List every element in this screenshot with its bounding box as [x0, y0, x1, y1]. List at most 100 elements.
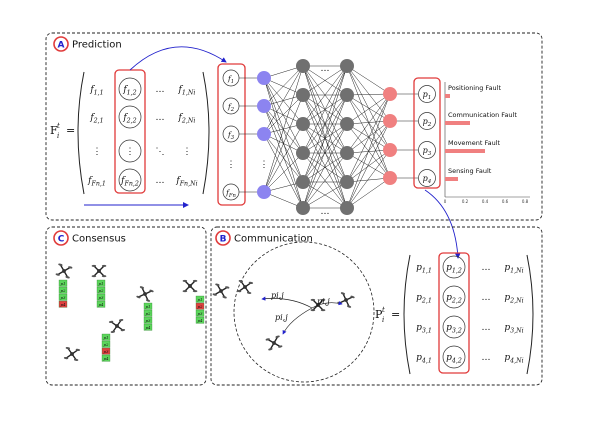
matrix-P-cell: p4,2 — [446, 353, 462, 365]
consensus-badge-letter: C — [58, 234, 65, 244]
matrix-F-subscript: i — [57, 132, 59, 140]
input-node-label: f1 — [227, 74, 234, 85]
hidden-neuron — [296, 59, 310, 73]
consensus-badge: C — [53, 230, 69, 246]
matrix-P-left-paren — [403, 254, 411, 375]
sensor-block — [143, 302, 153, 310]
communication-range-circle — [233, 241, 375, 383]
output-node — [418, 169, 436, 187]
matrix-P-cell: … — [482, 353, 491, 363]
matrix-P-cell: p1,2 — [446, 263, 462, 275]
output-node — [418, 141, 436, 159]
comm-label-right: pi,j — [317, 297, 330, 306]
prediction-badge-letter: A — [58, 40, 65, 50]
matrix-P-cell: p1,Ni — [504, 263, 523, 275]
sensor-block-label: p2 — [145, 311, 151, 316]
sensor-block-label: p2 — [103, 342, 109, 347]
sensor-block-label: p4 — [197, 318, 203, 323]
drone-icon — [54, 262, 74, 280]
communication-title: Communication — [234, 234, 313, 245]
sensor-block-label: p2 — [60, 288, 66, 293]
sensor-block — [58, 286, 68, 294]
matrix-F-cell: ⋮ — [93, 147, 102, 157]
drone-icon — [236, 279, 254, 295]
matrix-F-cell: f1,1 — [89, 85, 103, 97]
matrix-P-superscript: t — [382, 306, 385, 314]
consensus-title: Consensus — [72, 234, 126, 245]
sensor-block — [195, 316, 205, 324]
sensor-block — [101, 354, 111, 362]
hidden-neuron — [340, 117, 354, 131]
matrix-P-cell: … — [482, 263, 491, 273]
sensor-block — [96, 279, 106, 287]
sensor-block-label: p3 — [145, 318, 151, 323]
output-layer-neuron — [383, 143, 397, 157]
input-layer-neuron — [257, 185, 271, 199]
matrix-P-highlight-column — [438, 252, 470, 374]
fault-chart-tick: 0.8 — [522, 199, 529, 204]
fault-bar — [445, 177, 458, 181]
input-layer-neuron — [257, 127, 271, 141]
communication-links — [261, 296, 343, 335]
matrix-P-subscript: i — [382, 316, 384, 324]
sensor-block — [96, 300, 106, 308]
matrix-F-highlight-column — [114, 69, 146, 194]
fault-chart-tick: 0.4 — [482, 199, 489, 204]
hidden-neuron — [340, 88, 354, 102]
sensor-block — [96, 286, 106, 294]
input-node-label: fFn — [225, 188, 236, 199]
output-node — [418, 112, 436, 130]
matrix-F-cell: ⋱ — [156, 147, 165, 157]
sensor-block-label: p4 — [145, 325, 151, 330]
sensor-block-label: p3 — [103, 349, 109, 354]
fault-category-label: Positioning Fault — [448, 84, 501, 92]
input-layer-neuron — [257, 99, 271, 113]
drone-icon — [211, 282, 231, 300]
matrix-F-cell: … — [156, 85, 165, 95]
communication-panel — [210, 226, 543, 386]
matrix-P-cell: p1,1 — [416, 263, 432, 275]
output-node-group — [413, 77, 441, 189]
drone-icon — [264, 334, 284, 352]
communication-badge-letter: B — [220, 234, 227, 244]
matrix-F-cell: … — [156, 176, 165, 186]
matrix-F-cell: fFn,2 — [120, 176, 139, 188]
network-edges — [239, 65, 418, 209]
sensor-block — [143, 323, 153, 331]
matrix-F-superscript: t — [57, 122, 60, 130]
sensor-block — [58, 300, 68, 308]
matrix-F-cell: fFn,Ni — [175, 176, 197, 188]
hidden-neuron — [296, 88, 310, 102]
sensor-block-label: p4 — [98, 302, 104, 307]
matrix-F-cell: f2,2 — [122, 113, 136, 125]
output-node-label: p1 — [423, 90, 432, 101]
matrix-P-cell: p4,Ni — [504, 353, 523, 365]
fault-chart-tick: 0.6 — [502, 199, 509, 204]
drone-icon — [108, 318, 126, 334]
output-layer-neuron — [383, 114, 397, 128]
output-node-label: p2 — [423, 117, 432, 128]
hidden-neuron — [296, 175, 310, 189]
matrix-F-cell: f1,Ni — [178, 85, 196, 97]
matrix-F-cell: ⋮ — [126, 147, 135, 157]
sensor-block — [101, 333, 111, 341]
fault-chart-tick: 0 — [444, 199, 447, 204]
matrix-P-equals: = — [391, 308, 400, 321]
communication-badge: B — [215, 230, 231, 246]
input-node-group — [217, 63, 246, 206]
sensor-block — [195, 309, 205, 317]
matrix-F-left-paren — [77, 71, 85, 195]
matrix-F-cell: fFn,1 — [87, 176, 106, 188]
sensor-block — [58, 279, 68, 287]
sensor-block — [143, 309, 153, 317]
input-layer-neuron — [257, 71, 271, 85]
input-layer-ellipsis: ⋮ — [260, 160, 269, 170]
drone-icon — [336, 291, 356, 309]
drone-icon — [182, 279, 198, 293]
matrix-P-cell: p3,1 — [416, 323, 432, 335]
matrix-P-right-paren — [526, 254, 534, 375]
